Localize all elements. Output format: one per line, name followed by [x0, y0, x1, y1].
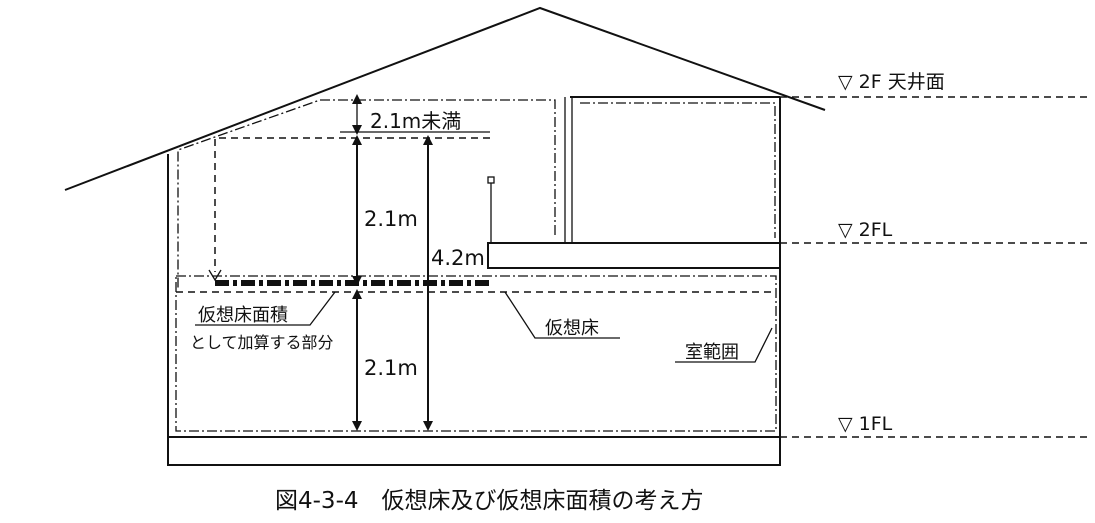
dim-under-label: 2.1m未満	[370, 109, 461, 133]
virtual-floor-label: 仮想床	[545, 318, 599, 339]
leader-room-range	[675, 327, 773, 363]
figure-caption: 図4-3-4 仮想床及び仮想床面積の考え方	[275, 488, 704, 514]
floor-2f-slab	[487, 242, 781, 269]
leader-virtual-floor	[504, 291, 620, 339]
dim-upper-label: 2.1m	[364, 207, 418, 231]
roof	[64, 6, 826, 191]
foundation	[167, 436, 781, 466]
level-2fl: ▽ 2FL	[838, 219, 893, 241]
dim-total-label: 4.2m	[431, 246, 485, 270]
room-range-2f-right	[580, 102, 776, 238]
room-range-label: 室範囲	[685, 342, 739, 363]
leader-virtual-area	[195, 291, 336, 326]
level-1fl: ▽ 1FL	[838, 413, 893, 435]
virtual-area-label: 仮想床面積	[198, 305, 288, 326]
level-2f-ceiling: ▽ 2F 天井面	[838, 71, 945, 93]
virtual-area-outline	[214, 137, 490, 272]
room-range-2f	[177, 99, 556, 290]
point-marker	[487, 176, 495, 184]
virtual-area-label-2: として加算する部分	[190, 333, 334, 352]
dim-lower-label: 2.1m	[364, 356, 418, 380]
